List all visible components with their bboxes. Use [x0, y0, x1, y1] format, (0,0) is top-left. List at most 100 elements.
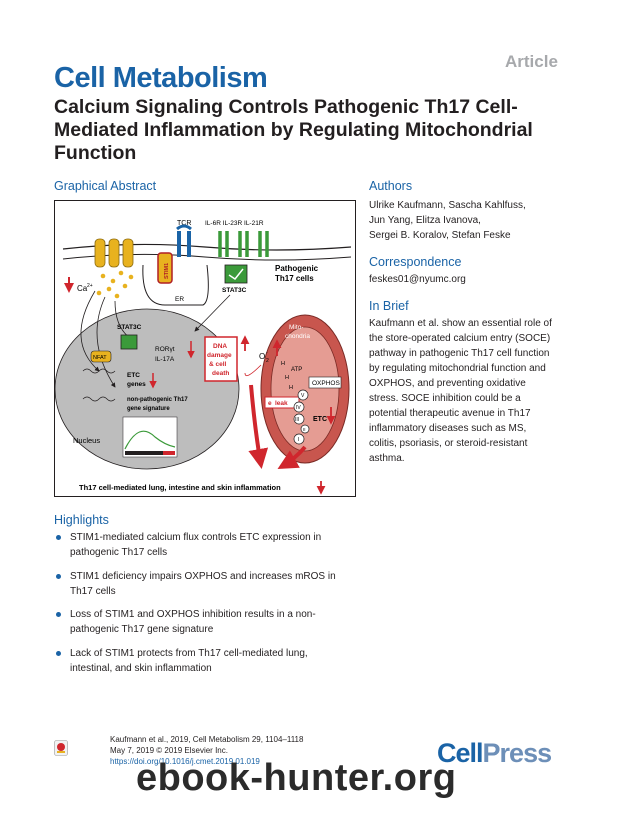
highlight-line: intestinal, and skin inflammation	[70, 662, 212, 674]
stat3c-top-label: STAT3C	[222, 287, 247, 294]
cell-membrane	[62, 243, 352, 251]
highlights-list: STIM1-mediated calcium flux controls ETC…	[54, 530, 364, 684]
authors-line-1: Ulrike Kaufmann, Sascha Kahlfuss,	[369, 200, 526, 211]
highlight-item: STIM1-mediated calcium flux controls ETC…	[54, 530, 364, 560]
red-arrow-left	[248, 384, 269, 469]
highlight-item: Loss of STIM1 and OXPHOS inhibition resu…	[54, 607, 364, 637]
bullet-icon	[56, 573, 61, 579]
highlight-line: STIM1-mediated calcium flux controls ETC…	[70, 532, 322, 543]
dna-label-3: & cell	[209, 361, 227, 368]
in-brief-text: Kaufmann et al. show an essential role o…	[369, 316, 589, 466]
complex-i: I	[298, 437, 299, 443]
nonpath-label-1: non-pathogenic Th17	[127, 397, 188, 403]
cell-membrane-inner	[62, 253, 352, 261]
dna-label-4: death	[212, 370, 229, 377]
orai-channel-icon	[94, 238, 134, 268]
rorgt-label: RORγt	[155, 346, 175, 353]
authors-heading: Authors	[369, 179, 413, 193]
highlight-line: STIM1 deficiency impairs OXPHOS and incr…	[70, 570, 336, 582]
in-brief-heading: In Brief	[369, 299, 409, 313]
citation-line-1: Kaufmann et al., 2019, Cell Metabolism 2…	[110, 735, 304, 744]
mito-label-1: Mito-	[289, 324, 303, 331]
in-brief-line: inflammatory diseases such as MS,	[369, 423, 527, 434]
highlight-item: STIM1 deficiency impairs OXPHOS and incr…	[54, 569, 364, 599]
ga-footer-text: Th17 cell-mediated lung, intestine and s…	[79, 483, 281, 492]
article-type-label: Article	[505, 52, 558, 71]
nucleus-label: Nucleus	[73, 436, 100, 445]
graphical-abstract-figure: Ca 2+ STIM1 ER TCR IL-6R IL-23R IL-21R S…	[55, 220, 352, 495]
complex-ii: II	[303, 427, 306, 432]
highlight-line: Th17 cells	[70, 585, 116, 597]
authors-list[interactable]: Ulrike Kaufmann, Sascha Kahlfuss, Jun Ya…	[369, 198, 579, 243]
red-arrow-right	[277, 445, 307, 469]
highlights-heading: Highlights	[54, 513, 109, 527]
bullet-icon	[56, 650, 61, 656]
stat3c-box-top	[224, 264, 248, 284]
graphical-abstract-heading: Graphical Abstract	[54, 179, 157, 193]
mito-label-2: chondria	[285, 333, 310, 340]
cellpress-logo-press: Press	[482, 738, 553, 768]
h-plus-3: H	[289, 385, 293, 391]
dna-label-1: DNA	[213, 343, 227, 350]
ca-superscript: 2+	[87, 283, 93, 289]
correspondence-email[interactable]: feskes01@nyumc.org	[369, 274, 466, 285]
highlight-line: Lack of STIM1 protects from Th17 cell-me…	[70, 647, 308, 659]
highlight-item: Lack of STIM1 protects from Th17 cell-me…	[54, 646, 364, 676]
highlight-line: pathogenic Th17 gene signature	[70, 624, 214, 635]
citation-line-2: May 7, 2019 © 2019 Elsevier Inc.	[110, 746, 228, 755]
tcr-label: TCR	[177, 220, 191, 227]
nonpath-label-2: gene signature	[127, 406, 170, 412]
nucleus	[55, 308, 240, 470]
stat3c-nucleus-label: STAT3C	[117, 324, 142, 331]
in-brief-line: colitis, psoriasis, or steroid-resistant	[369, 438, 528, 449]
nfat-box	[90, 350, 112, 363]
journal-name[interactable]: Cell Metabolism	[54, 62, 268, 94]
calcium-ions-icon	[96, 270, 134, 299]
il17a-label: IL-17A	[155, 356, 175, 363]
o2-subscript: 2	[266, 358, 269, 364]
e-leak-label: e	[268, 400, 272, 407]
in-brief-line: asthma.	[369, 453, 405, 464]
in-brief-line: stress. SOCE inhibition could be a	[369, 393, 521, 404]
in-brief-line: Kaufmann et al. show an essential role o…	[369, 318, 552, 329]
bullet-icon	[56, 535, 61, 540]
cellpress-logo[interactable]: CellPress	[437, 738, 553, 769]
e-leak-suffix: leak	[275, 400, 288, 407]
highlight-line: pathogenic Th17 cells	[70, 547, 168, 558]
oxphos-label: OXPHOS	[312, 380, 340, 387]
crossmark-icon[interactable]	[54, 740, 68, 756]
in-brief-line: pathway in pathogenic Th17 cell function	[369, 348, 550, 359]
etc-label: ETC	[313, 416, 327, 423]
stim1-protein-icon	[157, 252, 173, 284]
etc-genes-label-1: ETC	[127, 372, 140, 379]
cellpress-logo-cell: Cell	[437, 738, 484, 768]
correspondence-heading: Correspondence	[369, 255, 462, 269]
complex-iv: IV	[296, 405, 301, 411]
oxphos-box	[308, 376, 342, 389]
gsea-plot-icon	[122, 416, 178, 458]
paper-title: Calcium Signaling Controls Pathogenic Th…	[54, 96, 533, 164]
ca-label: Ca	[77, 284, 88, 293]
etc-complexes	[293, 389, 310, 445]
cytokine-receptors-icon	[218, 231, 269, 257]
complex-v: V	[301, 393, 305, 399]
h-plus-2: H	[285, 375, 289, 381]
o2-label: O	[259, 352, 265, 361]
h-plus-1: H	[281, 361, 285, 367]
stat3c-box-nucleus	[120, 334, 138, 350]
in-brief-line: OXPHOS, and preventing oxidative	[369, 378, 526, 389]
etc-genes-label-2: genes	[127, 381, 146, 388]
er-label: ER	[175, 296, 184, 303]
complex-iii: III	[295, 417, 299, 423]
authors-line-3: Sergei B. Koralov, Stefan Feske	[369, 230, 511, 241]
bullet-icon	[56, 612, 61, 617]
graphical-abstract: Ca 2+ STIM1 ER TCR IL-6R IL-23R IL-21R S…	[54, 200, 356, 497]
highlight-line: Loss of STIM1 and OXPHOS inhibition resu…	[70, 609, 316, 620]
pathogenic-label-2: Th17 cells	[275, 274, 314, 283]
in-brief-line: the store-operated calcium entry (SOCE)	[369, 333, 551, 344]
o2-superscript: -	[266, 350, 268, 356]
tcr-receptor-icon	[176, 224, 192, 257]
doi-link[interactable]: https://doi.org/10.1016/j.cmet.2019.01.0…	[110, 757, 260, 766]
stim1-label: STIM1	[164, 263, 170, 279]
citation-block: Kaufmann et al., 2019, Cell Metabolism 2…	[110, 734, 303, 767]
